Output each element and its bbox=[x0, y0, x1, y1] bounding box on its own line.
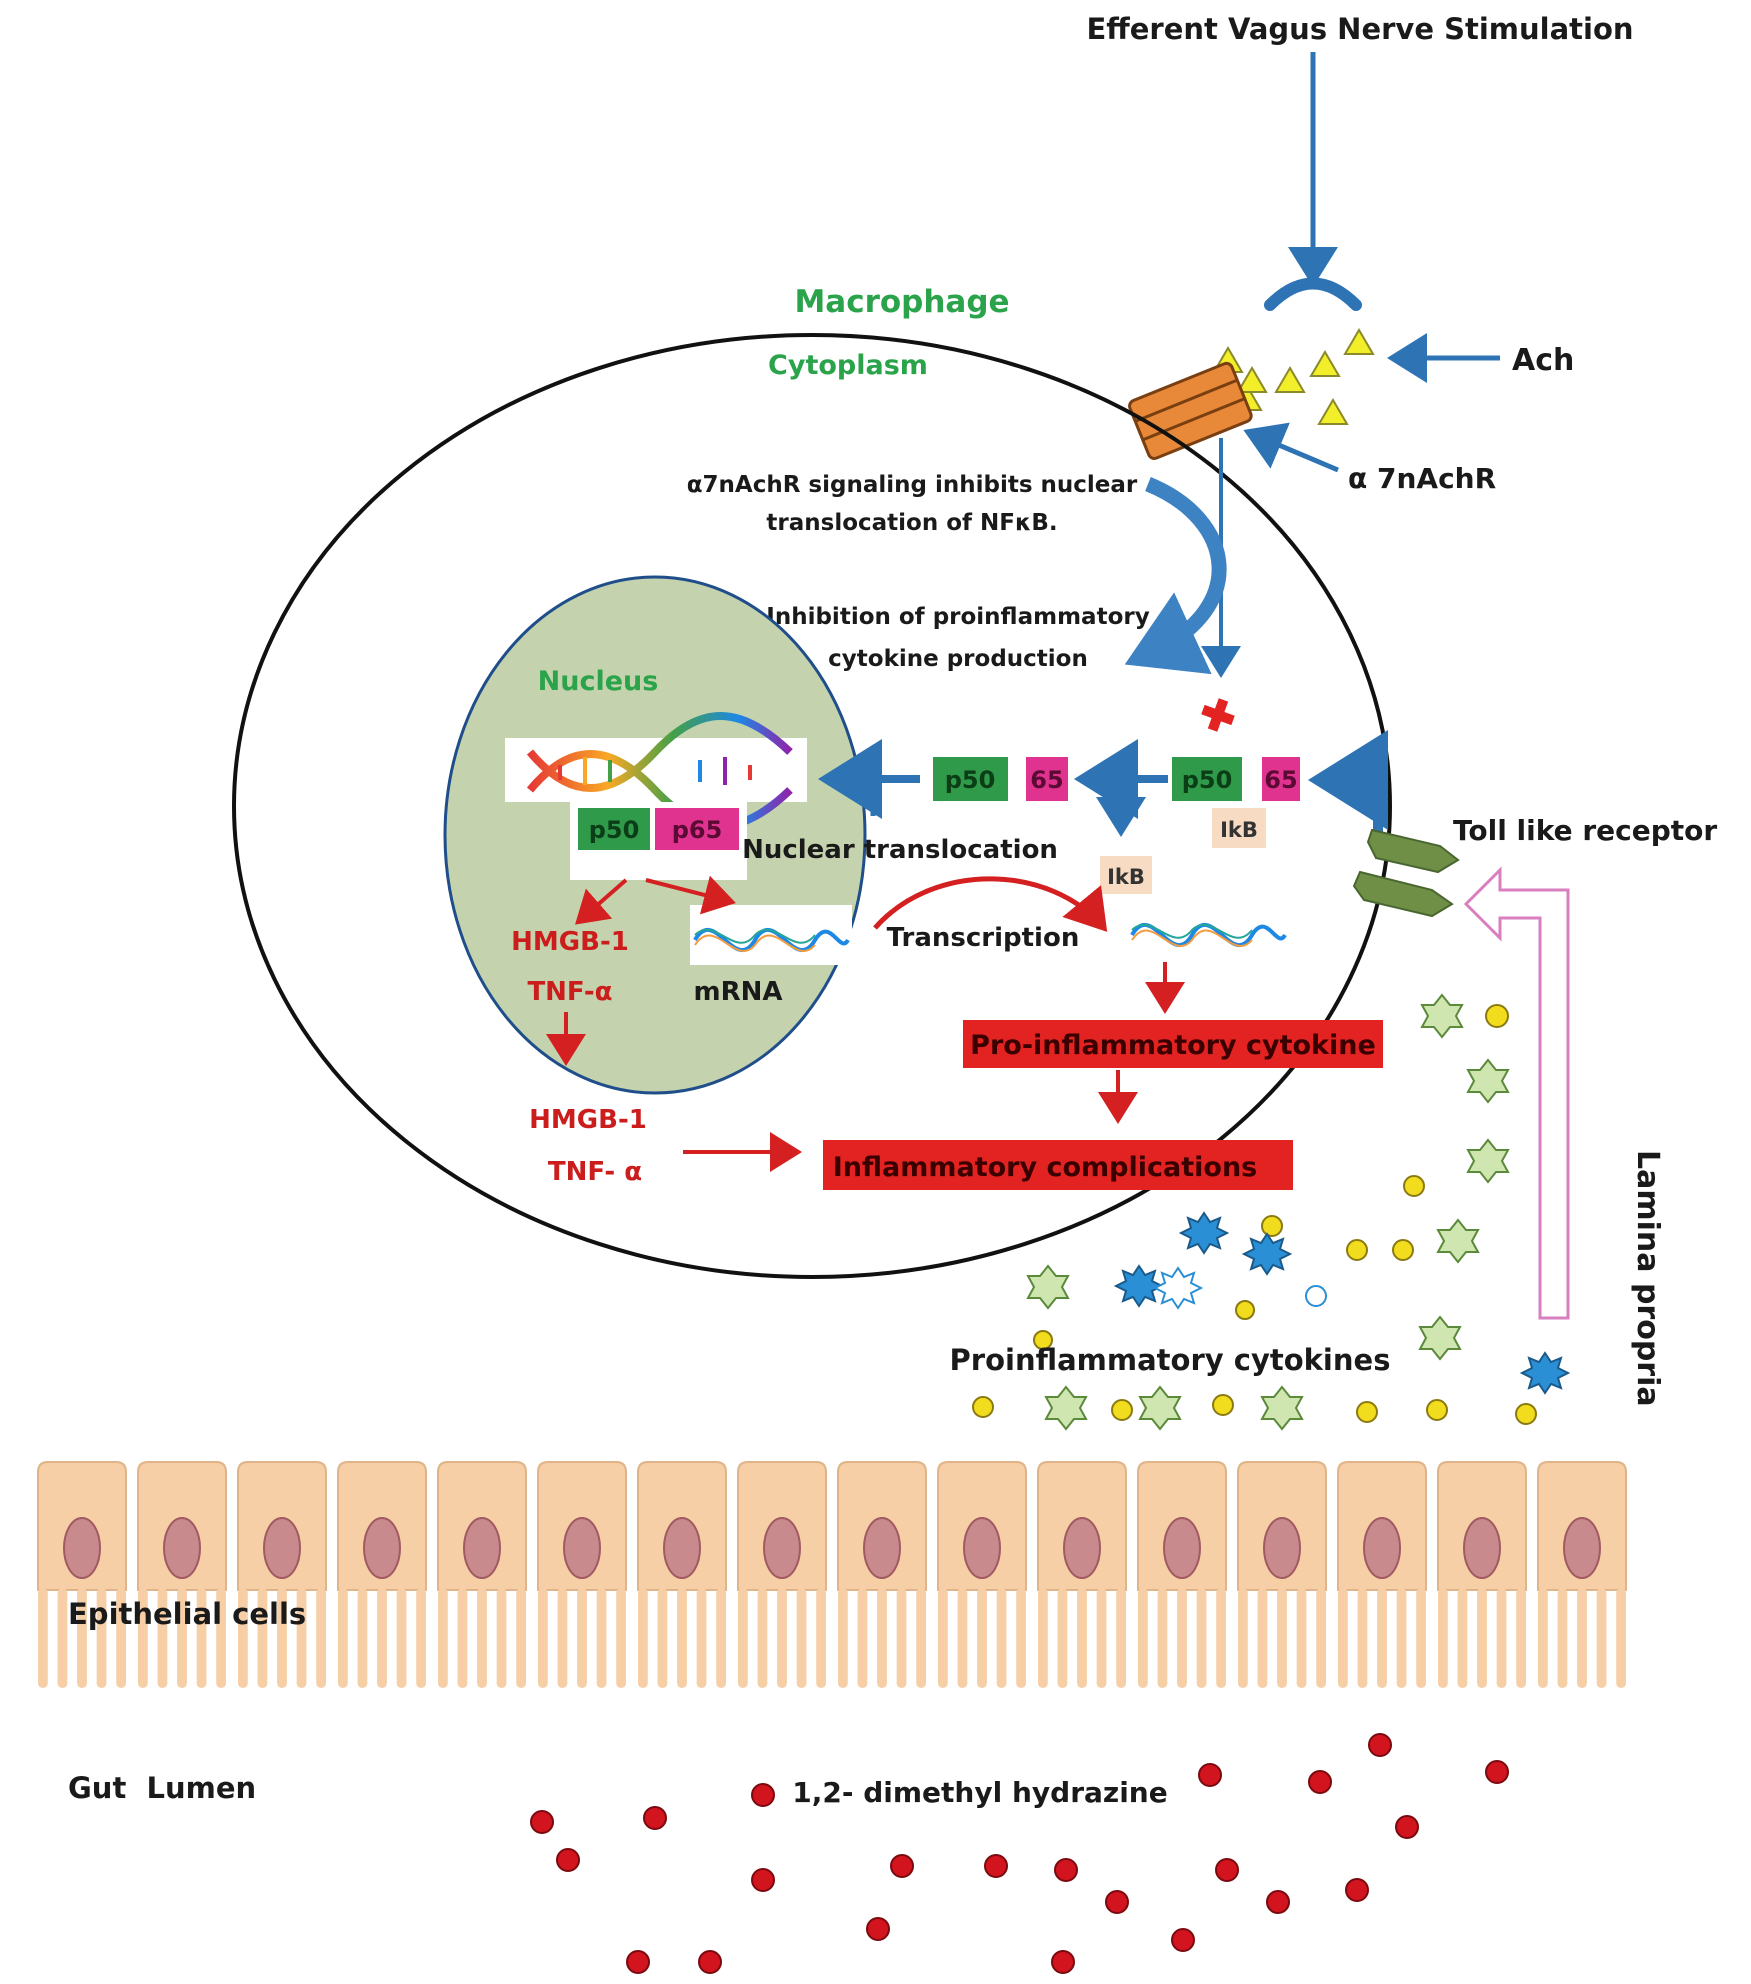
p50-nuclear-label: p50 bbox=[589, 816, 640, 844]
signaling-text-line2: translocation of NFκB. bbox=[766, 510, 1057, 536]
tnf-a-secreted-label: TNF- α bbox=[548, 1157, 642, 1187]
receptor-arrow bbox=[1243, 422, 1339, 473]
epithelial-cell bbox=[1437, 1461, 1527, 1688]
epithelial-nucleus bbox=[63, 1517, 101, 1579]
epithelial-cell bbox=[1337, 1461, 1427, 1688]
pro-inflammatory-cytokine-box bbox=[963, 1020, 1383, 1068]
cytokine-dot-icon bbox=[972, 1004, 1537, 1425]
lamina-propria-arrow bbox=[1470, 886, 1566, 1318]
epithelial-cell bbox=[1237, 1461, 1327, 1688]
epithelial-nucleus bbox=[1363, 1517, 1401, 1579]
signaling-curved-arrow bbox=[1124, 477, 1227, 675]
cytoplasm-label: Cytoplasm bbox=[768, 350, 928, 381]
epithelial-nucleus bbox=[1063, 1517, 1101, 1579]
macrophage-label: Macrophage bbox=[794, 284, 1009, 320]
epithelial-cell bbox=[237, 1461, 327, 1688]
p65-cytoplasm-box-2 bbox=[1262, 757, 1300, 801]
epithelial-cell bbox=[1537, 1461, 1627, 1688]
p50-cytoplasm-label-2: p50 bbox=[1182, 766, 1233, 794]
proinflammatory-cytokines-label: Proinflammatory cytokines bbox=[950, 1343, 1391, 1377]
receptor-label: α 7nAchR bbox=[1348, 462, 1496, 495]
hmgb1-secreted-label: HMGB-1 bbox=[529, 1105, 647, 1135]
epithelial-nucleus bbox=[163, 1517, 201, 1579]
mrna-wave-icon-cytoplasm bbox=[1130, 922, 1287, 948]
nucleus-label: Nucleus bbox=[538, 666, 659, 697]
arrow-to-hmgb1 bbox=[574, 878, 628, 925]
p50-cytoplasm-label-1: p50 bbox=[945, 766, 996, 794]
transcription-arrow bbox=[873, 876, 1108, 932]
epithelial-nucleus bbox=[1163, 1517, 1201, 1579]
hmgb1-nucleus-label: HMGB-1 bbox=[511, 927, 629, 957]
epithelial-cell bbox=[837, 1461, 927, 1688]
epithelial-nucleus bbox=[1463, 1517, 1501, 1579]
n65-cytoplasm-label-1: 65 bbox=[1030, 766, 1063, 794]
arrow-to-mrna bbox=[645, 875, 736, 915]
cytokine-star-icon bbox=[1026, 993, 1510, 1431]
hydrazine-dot-icon bbox=[530, 1733, 1509, 1974]
inhibition-text-line2: cytokine production bbox=[828, 646, 1088, 672]
toll-like-receptor-label: Toll like receptor bbox=[1453, 814, 1717, 847]
epithelial-cell bbox=[37, 1461, 127, 1688]
pro-inflammatory-cytokine-label: Pro-inflammatory cytokine bbox=[970, 1030, 1376, 1061]
transcription-label: Transcription bbox=[887, 923, 1080, 953]
epithelial-nucleus bbox=[963, 1517, 1001, 1579]
inhibition-text-line1: Inhibition of proinflammatory bbox=[766, 604, 1149, 630]
lamina-propria-hollow-arrow bbox=[1463, 866, 1570, 1320]
epithelial-cell bbox=[937, 1461, 1027, 1688]
mrna-label: mRNA bbox=[694, 977, 783, 1007]
macrophage-cell-membrane bbox=[232, 333, 1392, 1279]
epithelial-cell bbox=[137, 1461, 227, 1688]
p50-cytoplasm-box-2 bbox=[1172, 757, 1242, 801]
epithelial-cell bbox=[637, 1461, 727, 1688]
p65-nuclear-box bbox=[655, 808, 739, 850]
epithelial-nucleus bbox=[1563, 1517, 1601, 1579]
n65-cytoplasm-label-2: 65 bbox=[1264, 766, 1297, 794]
ikb-bound-box bbox=[1212, 808, 1266, 848]
epithelial-cell bbox=[537, 1461, 627, 1688]
epithelial-cell bbox=[737, 1461, 827, 1688]
p65-cytoplasm-box-1 bbox=[1026, 757, 1068, 801]
epithelial-nucleus bbox=[263, 1517, 301, 1579]
inhibition-cross-icon bbox=[1201, 698, 1235, 732]
dna-helix-icon bbox=[526, 712, 793, 830]
p65-nuclear-label: p65 bbox=[672, 816, 723, 844]
epithelium-layer bbox=[37, 1461, 1627, 1688]
mrna-wave-icon bbox=[693, 927, 850, 953]
signaling-text-line1: α7nAchR signaling inhibits nuclear bbox=[687, 472, 1138, 498]
epithelial-nucleus bbox=[563, 1517, 601, 1579]
epithelial-nucleus bbox=[763, 1517, 801, 1579]
nuclear-translocation-label: Nuclear translocation bbox=[742, 835, 1058, 865]
epithelial-cells-label: Epithelial cells bbox=[68, 1597, 306, 1631]
toll-like-receptor-icon bbox=[1352, 828, 1460, 918]
ikb-free-label: IkB bbox=[1107, 865, 1145, 889]
epithelial-nucleus bbox=[463, 1517, 501, 1579]
tnf-a-nucleus-label: TNF-α bbox=[527, 977, 612, 1007]
ach-label: Ach bbox=[1512, 343, 1574, 378]
p50-nuclear-box bbox=[578, 808, 650, 850]
epithelial-cell bbox=[1037, 1461, 1127, 1688]
cytokine-spiky-icon bbox=[1113, 1211, 1571, 1395]
ikb-free-box bbox=[1100, 856, 1152, 894]
epithelial-cell bbox=[1137, 1461, 1227, 1688]
cytokine-hollow-icon bbox=[1152, 1266, 1327, 1310]
dimethyl-hydrazine-label: 1,2- dimethyl hydrazine bbox=[792, 1776, 1167, 1809]
lamina-propria-label: Lamina propria bbox=[1630, 1150, 1665, 1407]
receptor-channel-icon bbox=[1128, 361, 1253, 460]
epithelial-cell bbox=[437, 1461, 527, 1688]
p50-cytoplasm-box-1 bbox=[933, 757, 1008, 801]
gut-lumen-label: Gut Lumen bbox=[68, 1771, 256, 1805]
epithelial-nucleus bbox=[1263, 1517, 1301, 1579]
epithelial-nucleus bbox=[363, 1517, 401, 1579]
epithelial-nucleus bbox=[663, 1517, 701, 1579]
epithelial-nucleus bbox=[863, 1517, 901, 1579]
synapse-bouton-icon bbox=[1264, 277, 1362, 311]
inflammatory-complications-label: Inflammatory complications bbox=[833, 1152, 1258, 1183]
epithelial-cell bbox=[337, 1461, 427, 1688]
tlr-activation-arrow bbox=[1308, 730, 1388, 838]
ikb-bound-label: IkB bbox=[1220, 818, 1258, 842]
title-label: Efferent Vagus Nerve Stimulation bbox=[1086, 12, 1633, 46]
inflammatory-complications-box bbox=[823, 1140, 1293, 1190]
